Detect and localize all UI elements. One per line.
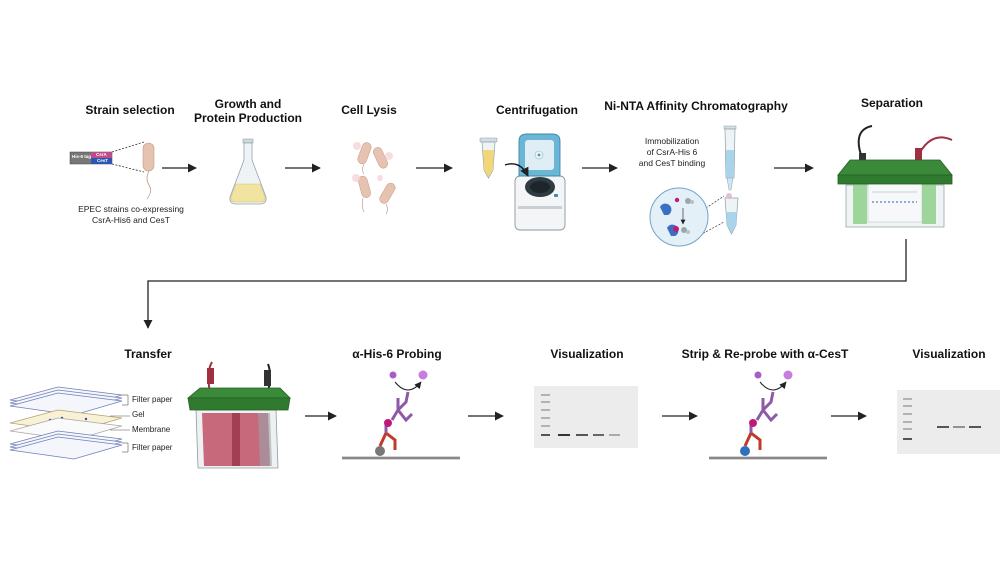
step-title-strain-selection: Strain selection — [85, 103, 175, 117]
centrifuge-icon — [504, 133, 566, 231]
plasmid-label-cest: CesT — [97, 158, 109, 163]
step-title-strip-reprobe: Strip & Re-probe with α-CesT — [681, 347, 849, 361]
strain-note: EPEC strains co-expressing CsrA-His6 and… — [66, 204, 196, 226]
transfer-tank-icon — [186, 361, 291, 469]
lysed-cell-icon — [352, 142, 396, 215]
transfer-stack-icon — [9, 386, 130, 460]
stack-label-filter-top: Filter paper — [132, 395, 173, 404]
electrophoresis-tank-icon — [837, 125, 953, 228]
tube-icon — [479, 137, 498, 179]
bacterium-icon — [142, 142, 155, 200]
reprobe-antibody-icon — [709, 370, 827, 460]
step-title-growth-line1: Growth and — [214, 97, 282, 111]
arrow-separation-to-transfer — [143, 239, 907, 329]
step-title-cell-lysis: Cell Lysis — [341, 103, 397, 117]
step-title-visualization-1: Visualization — [550, 347, 624, 361]
step-title-ni-nta: Ni-NTA Affinity Chromatography — [604, 99, 788, 113]
strain-note-line2: CsrA-His6 and CesT — [92, 215, 170, 225]
plasmid-label-his: His-6 tag — [72, 154, 92, 159]
western-blot-2-icon — [897, 390, 1000, 454]
column-icon — [723, 125, 739, 235]
immob-line3: and CesT binding — [638, 158, 706, 168]
magnified-bead-icon — [649, 187, 725, 247]
strain-note-line1: EPEC strains co-expressing — [78, 204, 184, 214]
immobilization-note: Immobilization of CsrA-His 6 and CesT bi… — [622, 136, 722, 169]
step-title-transfer: Transfer — [124, 347, 172, 361]
immob-line2: of CsrA-His 6 — [646, 147, 698, 157]
stack-label-membrane: Membrane — [132, 425, 171, 434]
flask-icon — [229, 138, 267, 205]
antibody-icon — [342, 370, 460, 460]
step-title-centrifugation: Centrifugation — [496, 103, 578, 117]
magnify-lines-icon — [111, 141, 145, 173]
stack-label-gel: Gel — [132, 410, 145, 419]
plasmid-label-csra: CsrA — [96, 152, 107, 157]
step-title-separation: Separation — [860, 96, 923, 110]
step-title-growth-line2: Protein Production — [194, 111, 302, 125]
plasmid-icon — [69, 151, 113, 165]
step-title-his-probing: α-His-6 Probing — [352, 347, 442, 361]
immob-line1: Immobilization — [644, 136, 700, 146]
step-title-visualization-2: Visualization — [912, 347, 986, 361]
western-blot-icon — [534, 386, 638, 448]
stack-label-filter-bottom: Filter paper — [132, 443, 173, 452]
step-title-growth: Growth and Protein Production — [188, 97, 308, 125]
